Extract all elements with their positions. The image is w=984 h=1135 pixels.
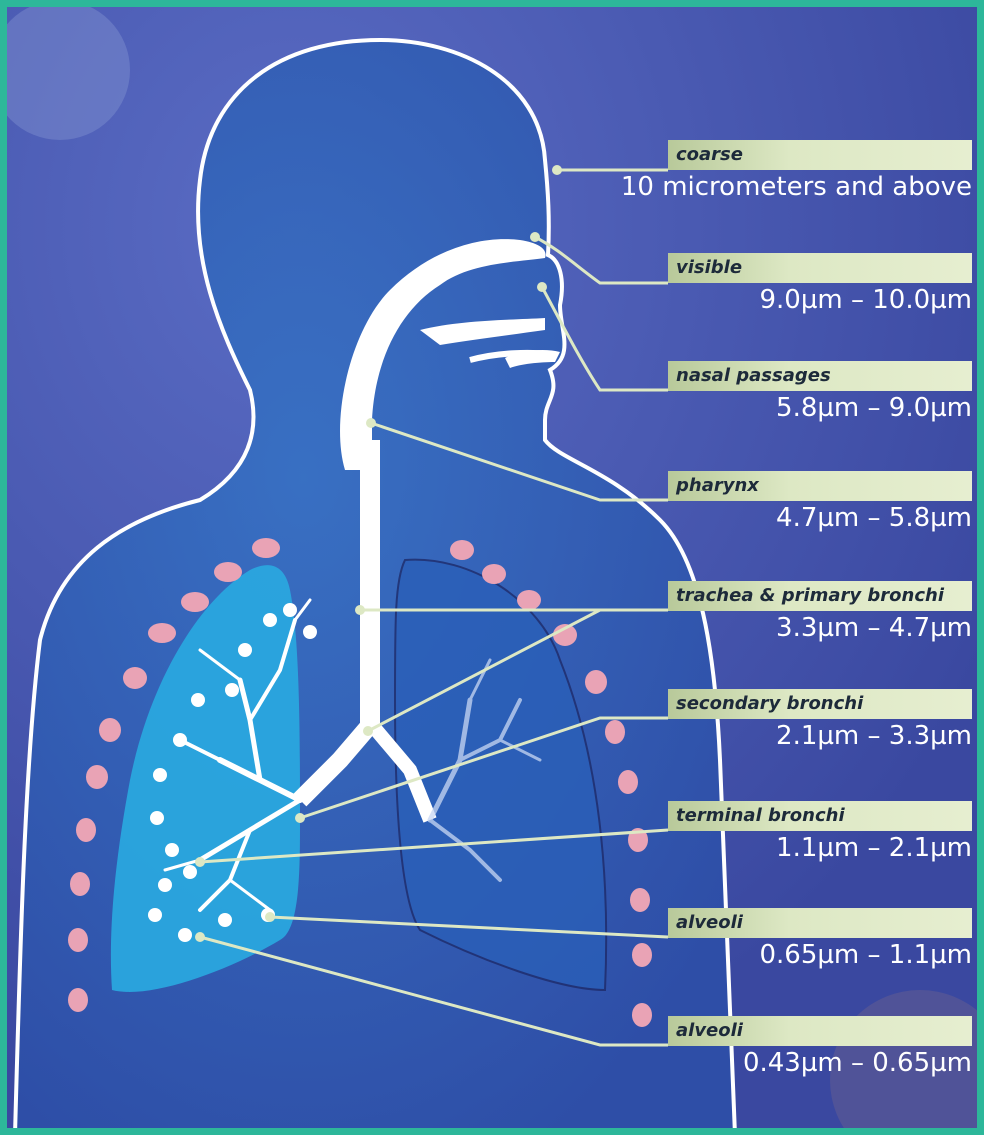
label-trachea-primary-bronchi: trachea & primary bronchi 3.3µm – 4.7µm <box>668 581 972 643</box>
label-alveoli-upper: alveoli 0.65µm – 1.1µm <box>668 908 972 970</box>
label-tag: nasal passages <box>668 361 972 391</box>
label-tag: visible <box>668 253 972 283</box>
label-tag: coarse <box>668 140 972 170</box>
label-terminal-bronchi: terminal bronchi 1.1µm – 2.1µm <box>668 801 972 863</box>
label-tag: secondary bronchi <box>668 689 972 719</box>
label-tag: trachea & primary bronchi <box>668 581 972 611</box>
label-tag: alveoli <box>668 1016 972 1046</box>
label-size: 10 micrometers and above <box>621 172 972 202</box>
label-nasal-passages: nasal passages 5.8µm – 9.0µm <box>668 361 972 423</box>
label-size: 3.3µm – 4.7µm <box>668 613 972 643</box>
label-size: 1.1µm – 2.1µm <box>668 833 972 863</box>
label-tag: terminal bronchi <box>668 801 972 831</box>
label-visible: visible 9.0µm – 10.0µm <box>668 253 972 315</box>
label-secondary-bronchi: secondary bronchi 2.1µm – 3.3µm <box>668 689 972 751</box>
label-size: 2.1µm – 3.3µm <box>668 721 972 751</box>
label-tag: alveoli <box>668 908 972 938</box>
label-size: 9.0µm – 10.0µm <box>668 285 972 315</box>
label-tag: pharynx <box>668 471 972 501</box>
label-pharynx: pharynx 4.7µm – 5.8µm <box>668 471 972 533</box>
label-size: 0.43µm – 0.65µm <box>668 1048 972 1078</box>
label-alveoli-lower: alveoli 0.43µm – 0.65µm <box>668 1016 972 1078</box>
label-coarse: coarse 10 micrometers and above <box>621 140 972 202</box>
label-size: 4.7µm – 5.8µm <box>668 503 972 533</box>
label-size: 0.65µm – 1.1µm <box>668 940 972 970</box>
label-size: 5.8µm – 9.0µm <box>668 393 972 423</box>
